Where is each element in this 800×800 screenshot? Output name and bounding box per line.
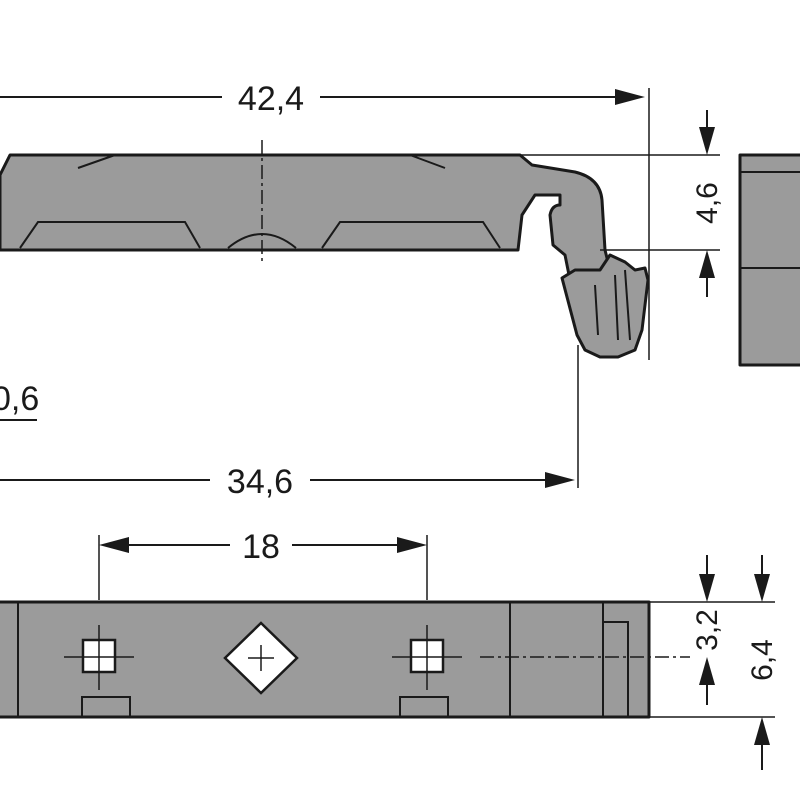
dim-hook-length: 34,6 [0,345,579,501]
end-view [738,153,800,367]
hook-inner [594,269,631,341]
side-view-body [0,153,612,342]
recess-left [19,221,201,249]
arrow-spacing-right [397,537,427,553]
dim-label-partial: 0,6 [0,380,39,418]
recess-right [321,221,501,249]
dim-label-overall-length: 42,4 [238,80,304,118]
dim-label-height: 4,6 [691,182,724,224]
arrow-offset-top [699,574,715,602]
dim-label-width: 6,4 [746,639,779,681]
hook-clip [560,253,650,359]
top-chamfer-left [77,154,116,169]
arrow-width-top [754,574,770,602]
end-view-body [738,153,800,367]
plan-tab-right [399,696,449,718]
arrow-spacing-left [99,537,129,553]
dim-overall-length: 42,4 [0,80,650,360]
dim-partial: 0,6 [0,380,39,421]
arrow-offset-bottom [699,657,715,685]
arrow-height-bottom [699,250,715,278]
dim-label-hole-spacing: 18 [242,528,280,566]
top-chamfer-right [409,154,446,169]
plan-tab-left [81,696,131,718]
dim-label-hole-offset: 3,2 [691,609,724,651]
side-view [0,140,650,359]
crosshair-left [64,625,134,690]
arrow-height-top [699,127,715,155]
plan-clip-outline [603,621,629,717]
dim-hole-spacing: 18 [98,528,428,600]
dim-hole-offset: 3,2 [649,555,724,705]
arrow-width-bottom [754,717,770,745]
plan-view [0,600,690,719]
crosshair-center [248,645,274,671]
dim-width: 6,4 [649,555,779,770]
dim-label-hook-length: 34,6 [227,463,293,501]
dim-height: 4,6 [520,110,724,297]
crosshair-right [392,625,462,690]
arrow-overall-right [615,89,645,105]
arrow-hook-right [545,472,575,488]
